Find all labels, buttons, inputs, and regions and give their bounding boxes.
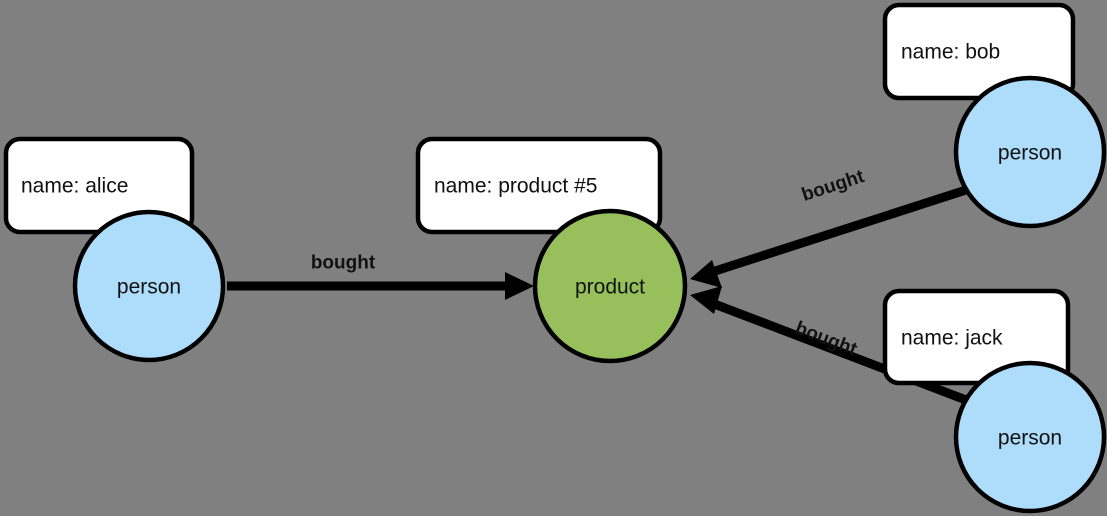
edge-label-alice-bought: bought bbox=[311, 253, 376, 274]
arrowhead-icon bbox=[505, 272, 534, 300]
node-alice[interactable]: person bbox=[72, 209, 226, 363]
property-box-label: name: alice bbox=[21, 175, 128, 198]
node-product5[interactable]: product bbox=[532, 208, 688, 364]
property-box-label: name: bob bbox=[901, 41, 1000, 64]
edge-label-jack-bought: bought bbox=[792, 318, 860, 361]
node-circle bbox=[953, 75, 1107, 229]
node-jack[interactable]: person bbox=[953, 360, 1107, 514]
node-label: person bbox=[998, 142, 1062, 165]
node-label: product bbox=[575, 276, 645, 299]
edge-line bbox=[707, 185, 968, 278]
property-box-shape bbox=[415, 136, 663, 235]
node-circle bbox=[532, 208, 688, 364]
node-label: person bbox=[998, 427, 1062, 450]
property-box-product5[interactable]: name: product #5 bbox=[415, 136, 663, 235]
property-box-jack[interactable]: name: jack bbox=[882, 288, 1071, 386]
node-circle bbox=[953, 360, 1107, 514]
property-box-bob[interactable]: name: bob bbox=[882, 2, 1076, 101]
nodes-group: person product person person bbox=[72, 75, 1107, 514]
node-label: person bbox=[117, 276, 181, 299]
node-bob[interactable]: person bbox=[953, 75, 1107, 229]
edge-label-bob-bought: bought bbox=[799, 166, 867, 206]
edge-bob-bought-product[interactable] bbox=[690, 185, 968, 288]
arrowhead-icon bbox=[690, 286, 722, 314]
property-box-alice[interactable]: name: alice bbox=[3, 136, 195, 235]
property-box-label: name: jack bbox=[901, 327, 1003, 350]
property-boxes-group: name: alice name: product #5 name: bob n… bbox=[3, 2, 1076, 386]
property-box-label: name: product #5 bbox=[434, 175, 597, 198]
arrowhead-icon bbox=[690, 260, 722, 288]
edge-alice-bought-product[interactable] bbox=[227, 272, 534, 300]
node-circle bbox=[72, 209, 226, 363]
